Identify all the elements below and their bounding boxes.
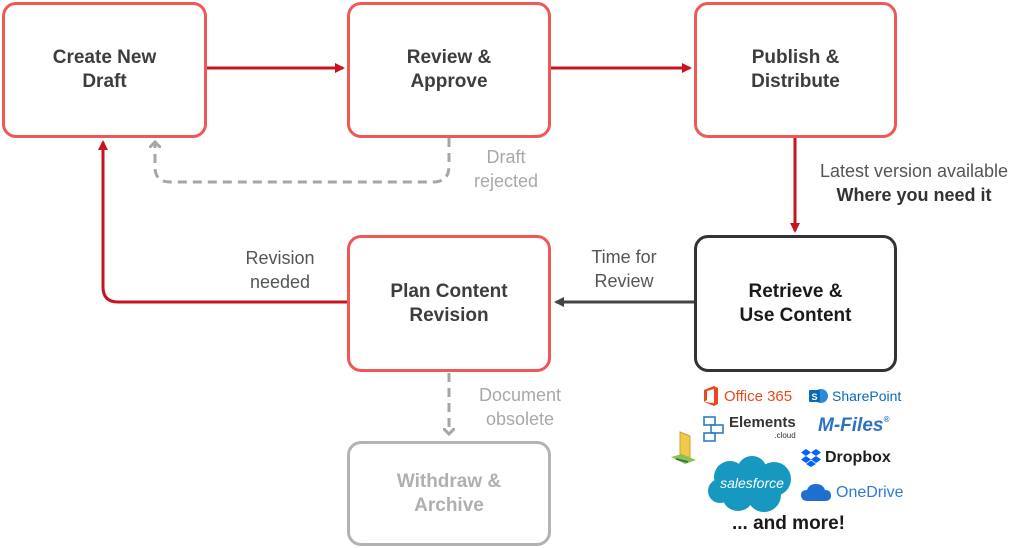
label-latest-version: Latest version available Where you need …	[819, 161, 1009, 205]
sharepoint-logo: S SharePoint	[809, 387, 901, 405]
onedrive-logo: OneDrive	[800, 483, 904, 503]
sharepoint-icon: S	[809, 389, 828, 403]
salesforce-cloud-icon	[708, 456, 791, 512]
elements-icon	[703, 416, 724, 442]
and-more-text: ... and more!	[732, 513, 845, 534]
office-icon	[704, 386, 718, 406]
arrow-plan-to-create	[98, 140, 347, 304]
svg-text:S: S	[811, 392, 817, 402]
elements-cloud-logo: Elements .cloud	[703, 415, 796, 442]
folder-sync-icon	[671, 431, 696, 464]
arrow-draft-rejected	[155, 138, 451, 184]
m-files-logo: M-Files ®	[818, 415, 890, 436]
dropbox-icon	[801, 449, 821, 467]
office365-logo: Office 365	[703, 386, 792, 406]
node-withdraw-archive: Withdraw &Archive	[347, 441, 551, 546]
file-folder-logo	[668, 430, 700, 466]
node-publish-distribute: Publish &Distribute	[694, 2, 897, 138]
onedrive-cloud-icon	[801, 484, 831, 501]
salesforce-logo: salesforce	[706, 455, 798, 515]
dropbox-logo: Dropbox	[800, 448, 891, 468]
node-retrieve-use-content: Retrieve &Use Content	[694, 235, 897, 372]
registered-mark: ®	[883, 415, 890, 424]
node-review-approve: Review &Approve	[347, 2, 551, 138]
